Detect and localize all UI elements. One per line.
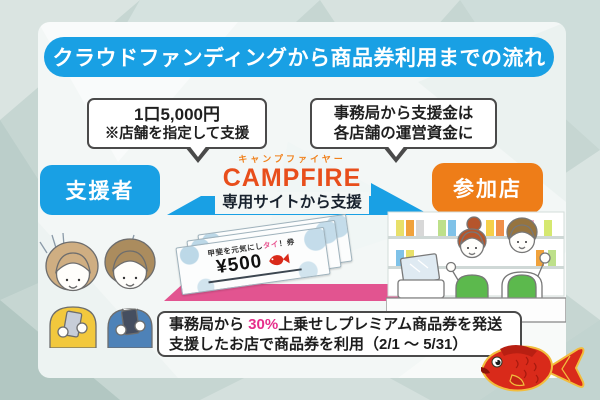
man-with-phone [104, 234, 156, 348]
voucher-front: 甲斐を元気にしタイ！券 ¥500 [175, 226, 331, 296]
bubble-tail-left [185, 144, 211, 163]
platform-block: キャンプファイヤー CAMPFIRE 専用サイトから支援 [202, 154, 382, 214]
sea-bream-mascot [480, 344, 585, 392]
participating-store-box: 参加店 [432, 163, 543, 213]
bottom-note-line1: 事務局から 30%上乗せしプレミアム商品券を発送 [169, 316, 503, 333]
speech-bubble-office-funds: 事務局から支援金は 各店舗の運営資金に [310, 98, 497, 163]
voucher-fish-icon [269, 252, 290, 265]
platform-furigana: キャンプファイヤー [238, 154, 346, 164]
office-funds-line2: 各店舗の運営資金に [333, 125, 474, 142]
store-illustration [386, 211, 566, 323]
bubble-tail-right [383, 144, 409, 163]
supporter-box: 支援者 [40, 165, 160, 215]
clerk-woman [445, 216, 489, 301]
support-amount-line1: 1口5,000円 [134, 105, 220, 124]
bottom-note-line2: 支援したお店で商品券を利用（2/1 ～ 5/31） [169, 336, 468, 353]
voucher-stack: 甲斐を元気にしタイ！券 ¥500 [175, 213, 354, 302]
cash-register [397, 253, 445, 299]
speech-bubble-support-amount: 1口5,000円 ※店舗を指定して支援 [87, 98, 267, 163]
woman-with-phone [39, 232, 99, 348]
bottom-note: 事務局から 30%上乗せしプレミアム商品券を発送 支援したお店で商品券を利用（2… [157, 311, 522, 357]
premium-rate: 30% [248, 316, 279, 333]
clerk-man [501, 217, 551, 301]
platform-caption: 専用サイトから支援 [215, 192, 369, 214]
page-title: クラウドファンディングから商品券利用までの流れ [44, 37, 554, 77]
platform-name: CAMPFIRE [222, 164, 362, 192]
supporters-illustration [39, 232, 156, 348]
support-amount-line2: ※店舗を指定して支援 [104, 126, 250, 142]
office-funds-line1: 事務局から支援金は [333, 105, 474, 122]
